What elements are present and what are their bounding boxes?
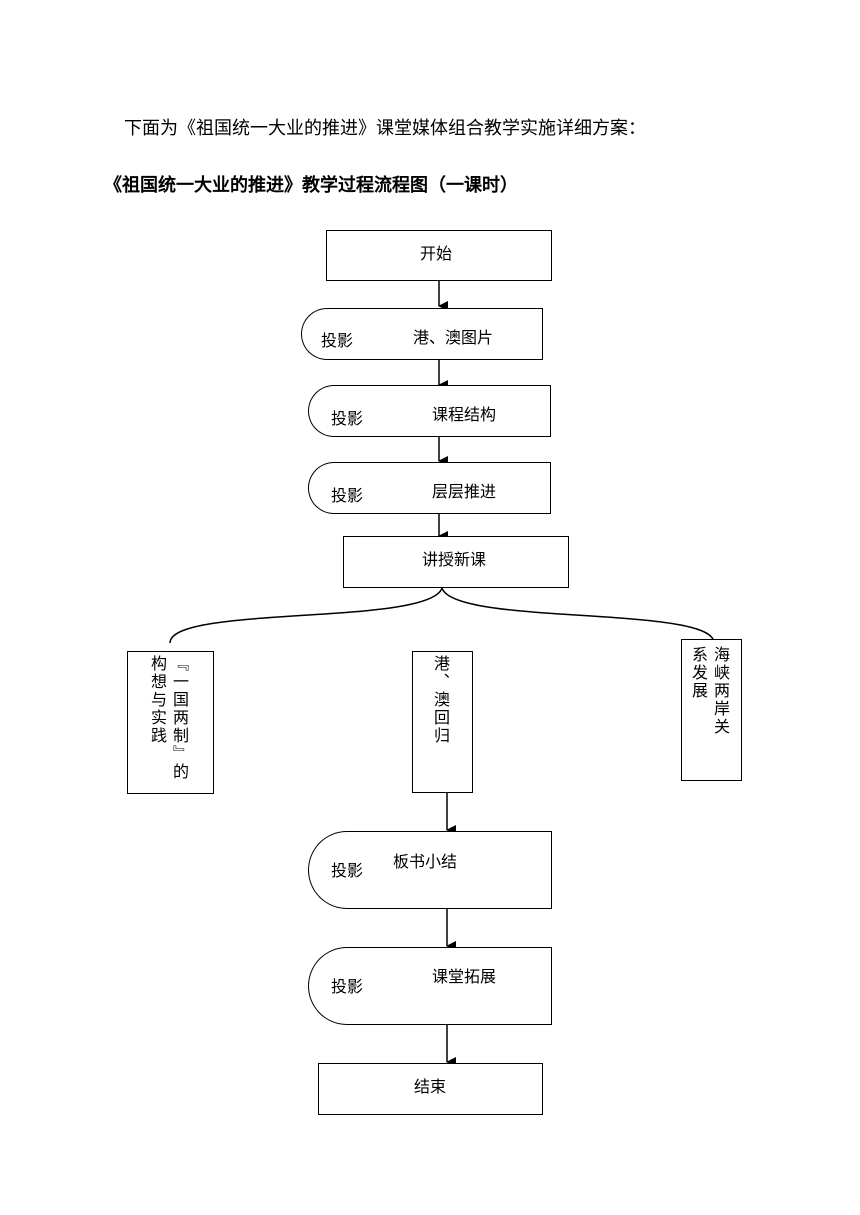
projector-3 xyxy=(308,462,379,514)
intro-text: 下面为《祖国统一大业的推进》课堂媒体组合教学实施详细方案： xyxy=(124,118,646,139)
branch-right-label: 海峡两岸关系发展 xyxy=(689,646,730,736)
step1-node xyxy=(370,308,543,360)
step6-node xyxy=(378,947,552,1025)
projector-label-1: 投影 xyxy=(321,331,354,350)
projector-4 xyxy=(308,831,379,909)
end-label: 结束 xyxy=(414,1077,447,1096)
projector-5 xyxy=(308,947,379,1025)
start-label: 开始 xyxy=(420,244,453,263)
step1-label: 港、澳图片 xyxy=(413,328,494,347)
branch-left-label: 『一国两制』的构想与实践 xyxy=(148,655,189,781)
projector-label-2: 投影 xyxy=(331,409,364,428)
step4-label: 讲授新课 xyxy=(422,550,487,569)
projector-1 xyxy=(301,308,371,360)
projector-2 xyxy=(308,385,379,437)
brace-connector xyxy=(169,585,715,644)
step2-label: 课程结构 xyxy=(432,405,497,424)
projector-label-3: 投影 xyxy=(331,486,364,505)
flowchart-title: 《祖国统一大业的推进》教学过程流程图（一课时） xyxy=(104,175,518,196)
step2-node xyxy=(378,385,551,437)
projector-label-5: 投影 xyxy=(331,977,364,996)
step5-label: 板书小结 xyxy=(393,852,458,871)
branch-mid-label: 港、澳回归 xyxy=(431,655,450,745)
end-node xyxy=(318,1063,543,1115)
step6-label: 课堂拓展 xyxy=(432,967,497,986)
branch-right-node xyxy=(681,639,742,781)
branch-left-node xyxy=(127,651,214,794)
projector-label-4: 投影 xyxy=(331,861,364,880)
step5-node xyxy=(378,831,552,909)
branch-mid-node xyxy=(412,651,473,793)
start-node xyxy=(326,230,552,281)
step3-node xyxy=(378,462,551,514)
step3-label: 层层推进 xyxy=(432,482,497,501)
step4-node xyxy=(343,536,569,588)
